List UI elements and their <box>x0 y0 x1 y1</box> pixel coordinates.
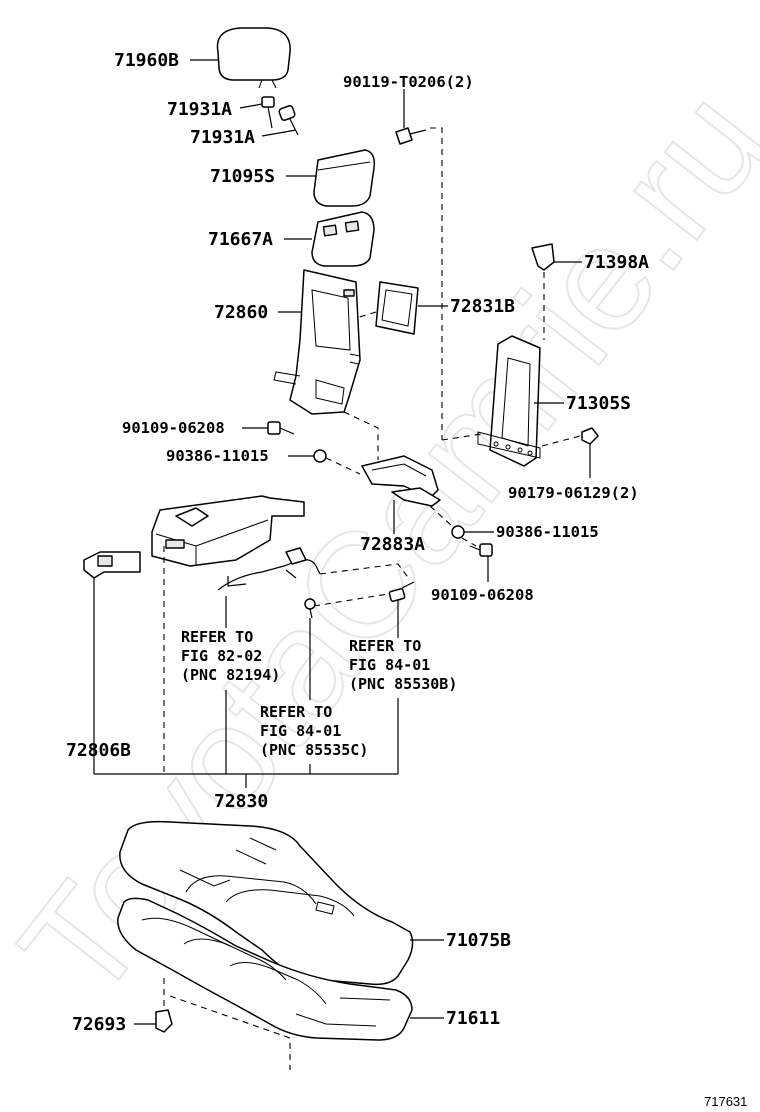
figure-number: 717631 <box>704 1094 747 1109</box>
label-90179[interactable]: 90179-06129(2) <box>508 484 639 502</box>
bolt-icon[interactable] <box>267 421 295 435</box>
dashed-guide-harness-2 <box>313 593 389 607</box>
leader-71931a-2 <box>261 129 297 137</box>
label-71960b[interactable]: 71960B <box>114 50 179 71</box>
bolt-icon[interactable] <box>469 543 493 557</box>
label-71305s[interactable]: 71305S <box>566 393 631 414</box>
seatback-frame-icon[interactable] <box>477 335 541 467</box>
clip-icon[interactable] <box>83 551 141 579</box>
nut-icon[interactable] <box>313 449 327 463</box>
dashed-guide-90119 <box>430 127 443 440</box>
label-71931a-1[interactable]: 71931A <box>167 99 232 120</box>
label-72883a[interactable]: 72883A <box>360 534 425 555</box>
armrest-frame-icon[interactable] <box>273 269 361 415</box>
armrest-cover-icon[interactable] <box>313 149 376 207</box>
label-71611[interactable]: 71611 <box>446 1008 500 1029</box>
ref2-line1[interactable]: REFER TO <box>349 637 421 655</box>
label-90386-b[interactable]: 90386-11015 <box>496 523 599 541</box>
nut-icon[interactable] <box>451 525 465 539</box>
headrest-icon[interactable] <box>216 27 291 89</box>
clip-icon[interactable] <box>531 243 555 271</box>
headrest-support-icon[interactable] <box>261 96 299 136</box>
label-71398a[interactable]: 71398A <box>584 252 649 273</box>
ref1-line2[interactable]: FIG 82-02 <box>181 647 262 665</box>
dashed-guide-90109-b <box>461 537 477 547</box>
cushion-clip-icon[interactable] <box>155 1009 173 1033</box>
wire-harness-icon[interactable] <box>217 547 415 619</box>
nut-icon[interactable] <box>581 427 599 445</box>
label-90119[interactable]: 90119-T0206(2) <box>343 73 474 91</box>
ref3-line2[interactable]: FIG 84-01 <box>260 722 341 740</box>
label-90109-b[interactable]: 90109-06208 <box>431 586 534 604</box>
cup-holder-icon[interactable] <box>375 281 419 335</box>
label-71075b[interactable]: 71075B <box>446 930 511 951</box>
leader-71931a-1 <box>239 103 263 109</box>
label-90109-a[interactable]: 90109-06208 <box>122 419 225 437</box>
armrest-pad-icon[interactable] <box>311 211 375 267</box>
dashed-guide-72831b <box>355 311 377 319</box>
label-90386-a[interactable]: 90386-11015 <box>166 447 269 465</box>
bolt-icon[interactable] <box>395 127 427 145</box>
group-bracket-72830 <box>93 578 399 788</box>
label-72693[interactable]: 72693 <box>72 1014 126 1035</box>
hinge-bracket-icon[interactable] <box>361 455 441 507</box>
seat-cushion-icon[interactable] <box>117 897 413 1041</box>
ref1-line1[interactable]: REFER TO <box>181 628 253 646</box>
label-71931a-2[interactable]: 71931A <box>190 127 255 148</box>
armrest-lid-icon[interactable] <box>151 495 305 567</box>
ref2-line2[interactable]: FIG 84-01 <box>349 656 430 674</box>
label-72830[interactable]: 72830 <box>214 791 268 812</box>
ref2-line3[interactable]: (PNC 85530B) <box>349 675 457 693</box>
ref1-line3[interactable]: (PNC 82194) <box>181 666 280 684</box>
label-71667a[interactable]: 71667A <box>208 229 273 250</box>
seatback-cover-icon[interactable] <box>119 820 414 986</box>
label-72806b[interactable]: 72806B <box>66 740 131 761</box>
dashed-guide-90386-b <box>429 505 453 527</box>
ref3-line1[interactable]: REFER TO <box>260 703 332 721</box>
label-72860[interactable]: 72860 <box>214 302 268 323</box>
ref3-line3[interactable]: (PNC 85535C) <box>260 741 368 759</box>
label-71095s[interactable]: 71095S <box>210 166 275 187</box>
dashed-guide-72860 <box>343 411 379 460</box>
dashed-guide-hinge <box>441 433 483 441</box>
dashed-guide-72693-b <box>169 995 291 1070</box>
dashed-guide-harness-1 <box>319 563 411 581</box>
label-72831b[interactable]: 72831B <box>450 296 515 317</box>
